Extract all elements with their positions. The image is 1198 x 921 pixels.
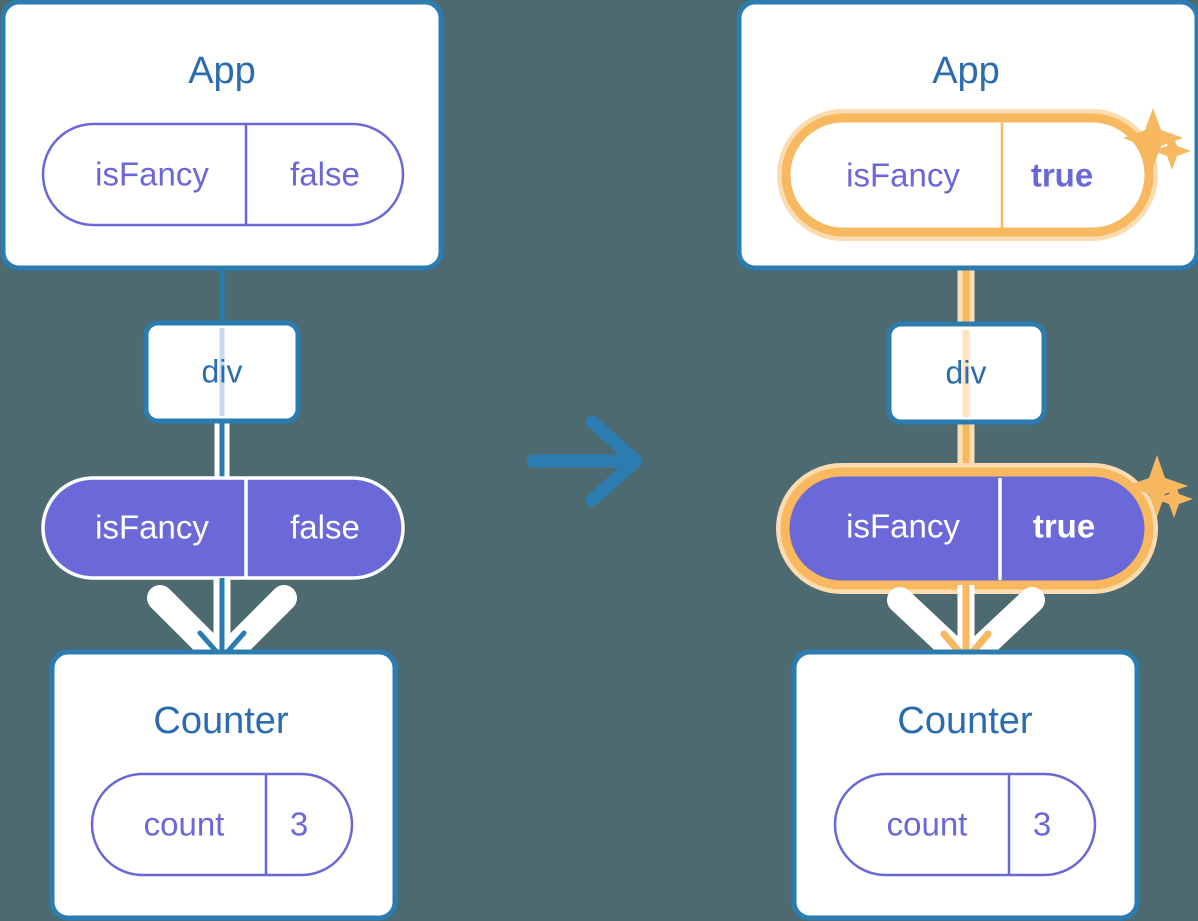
counter-title-after: Counter <box>897 700 1033 742</box>
counter-state-pill-value-before: 3 <box>290 806 308 843</box>
prop-pill-key-before: isFancy <box>95 509 209 546</box>
app-state-pill-value-after: true <box>1031 157 1093 194</box>
counter-title-before: Counter <box>153 700 289 742</box>
div-label-before: div <box>202 353 243 389</box>
counter-state-pill-after[interactable] <box>833 772 1097 877</box>
sparkle-small-top-icon <box>1153 132 1191 170</box>
counter-state-pill-before[interactable] <box>90 772 354 877</box>
app-title-after: App <box>932 50 1000 92</box>
sparkle-small-mid-icon <box>1155 480 1193 518</box>
app-state-pill-before[interactable] <box>41 122 405 227</box>
app-state-pill-value-before: false <box>290 156 360 193</box>
app-state-pill-key-before: isFancy <box>95 156 209 193</box>
prop-pill-key-after: isFancy <box>846 508 960 545</box>
prop-pill-value-after: true <box>1033 508 1095 545</box>
sparkle-large-mid-icon <box>1126 455 1188 517</box>
app-state-pill-ring-after <box>781 113 1154 237</box>
sparkle-large-top-icon <box>1123 108 1183 168</box>
prop-pill-value-before: false <box>290 509 360 546</box>
app-state-pill-key-after: isFancy <box>846 157 960 194</box>
counter-state-pill-value-after: 3 <box>1033 806 1051 843</box>
counter-state-pill-key-before: count <box>144 806 225 843</box>
div-label-after: div <box>946 354 987 390</box>
app-title-before: App <box>188 50 256 92</box>
counter-state-pill-key-after: count <box>887 806 968 843</box>
arrow-right-icon <box>526 415 643 507</box>
